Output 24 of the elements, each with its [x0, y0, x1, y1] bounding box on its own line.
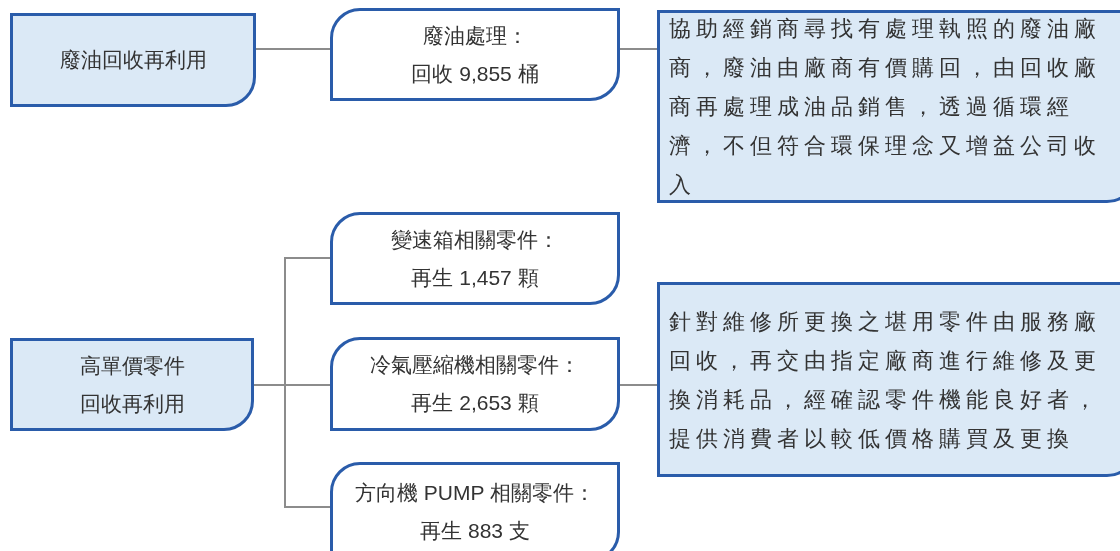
connector-line — [255, 48, 331, 50]
description-text: 協助經銷商尋找有處理執照的廢油廠商，廢油由廠商有價購回，由回收廠商再處理成油品銷售，透過循環經濟，不但符合環保理念又增益公司收入 — [669, 15, 1102, 199]
box-label: 再生 883 支 — [420, 518, 530, 544]
result-box — [330, 8, 620, 101]
connector-line — [619, 384, 658, 386]
connector-line — [619, 48, 658, 50]
box-label: 回收再利用 — [79, 390, 185, 417]
result-box — [330, 337, 620, 431]
connector-line — [253, 384, 331, 508]
description-box — [657, 282, 1120, 477]
topic-box — [10, 13, 256, 107]
box-label: 廢油處理： — [422, 22, 528, 49]
box-label: 再生 2,653 顆 — [411, 390, 539, 416]
box-label: 方向機 PUMP 相關零件： — [355, 480, 595, 506]
box-label: 回收 9,855 桶 — [411, 60, 539, 87]
result-box — [330, 462, 620, 551]
box-label: 高單價零件 — [79, 352, 185, 379]
result-box — [330, 212, 620, 305]
description-text: 針對維修所更換之堪用零件由服務廠回收，再交由指定廠商進行維修及更換消耗品，經確認零件機能良好者，提供消費者以較低價格購買及更換 — [669, 307, 1102, 453]
box-label: 廢油回收再利用 — [59, 47, 207, 73]
topic-box — [10, 338, 254, 431]
box-label: 變速箱相關零件： — [391, 226, 559, 253]
box-label: 再生 1,457 顆 — [411, 264, 539, 291]
box-label: 冷氣壓縮機相關零件： — [370, 352, 580, 378]
